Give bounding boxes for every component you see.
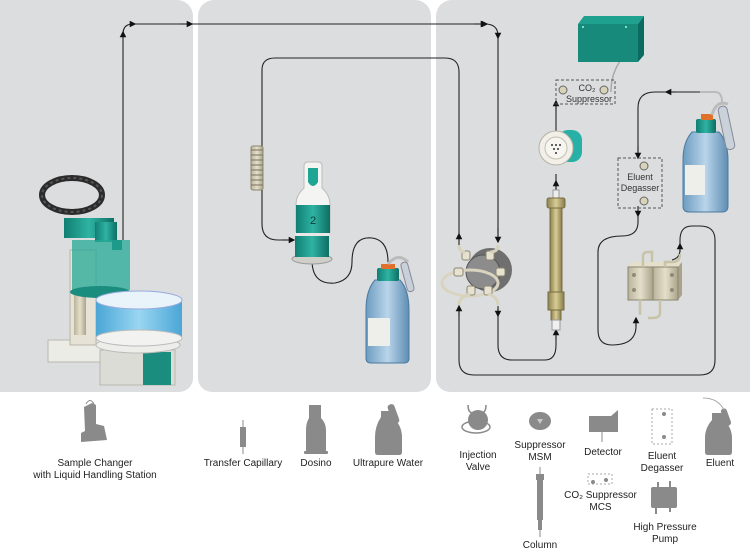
legend-item-column: Column xyxy=(510,540,570,552)
detector-icon xyxy=(589,410,618,442)
co2-suppressor-inline-line2: Suppressor xyxy=(566,94,613,104)
column-illustration xyxy=(546,189,566,331)
transfer-capillary-icon xyxy=(240,420,246,454)
high-pressure-pump-illustration xyxy=(627,250,682,320)
ultrapure-water-bottle-icon xyxy=(375,404,402,455)
legend-item-co2-suppressor: CO₂ Suppressor MCS xyxy=(563,490,638,514)
flow-lines xyxy=(119,20,723,376)
line-valve-to-dosino xyxy=(261,57,460,241)
eluent-degasser-icon xyxy=(651,408,673,445)
legend-label-line2: with Liquid Handling Station xyxy=(33,470,157,481)
high-pressure-pump-icon xyxy=(651,481,677,514)
legend-label-line1: Detector xyxy=(584,447,622,458)
legend-label-line1: Ultrapure Water xyxy=(352,458,424,469)
injection-valve-illustration xyxy=(440,244,512,306)
co2-suppressor-inline-label: CO₂ Suppressor xyxy=(566,83,613,105)
sample-changer-icon xyxy=(81,400,107,442)
column-icon xyxy=(536,467,544,537)
legend-item-sample-changer: Sample Changer with Liquid Handling Stat… xyxy=(30,458,160,482)
eluent-degasser-box xyxy=(617,157,663,209)
eluent-degasser-inline-label: Eluent Degasser xyxy=(618,172,662,194)
line-valve-to-column xyxy=(497,308,557,361)
legend-item-detector: Detector xyxy=(573,447,633,459)
legend-item-eluent-degasser: Eluent Degasser xyxy=(632,451,692,475)
injection-valve-icon xyxy=(461,404,491,434)
sample-changer-illustration xyxy=(39,175,183,386)
legend-item-injection-valve: Injection Valve xyxy=(448,450,508,474)
legend-item-transfer-capillary: Transfer Capillary xyxy=(203,458,283,470)
legend-label-line2: MCS xyxy=(589,502,612,513)
legend-item-dosino: Dosino xyxy=(291,458,341,470)
legend-item-high-pressure-pump: High Pressure Pump xyxy=(630,522,700,546)
legend-label-line1: Suppressor xyxy=(514,440,566,451)
ultrapure-water-bottle-illustration xyxy=(365,256,415,364)
legend-label-line1: Transfer Capillary xyxy=(203,458,283,469)
line-degasser-to-pump xyxy=(597,212,639,346)
legend-label-line1: High Pressure xyxy=(633,522,697,533)
legend-item-eluent: Eluent xyxy=(695,458,745,470)
dosino-icon xyxy=(304,405,328,454)
dosino-illustration: 2 xyxy=(291,161,333,265)
transfer-capillary-coil xyxy=(250,145,264,191)
eluent-bottle-icon xyxy=(702,397,732,455)
legend-label-line1: Sample Changer xyxy=(57,458,133,469)
legend-label-line1: Eluent xyxy=(647,451,677,462)
dosino-number: 2 xyxy=(310,215,316,227)
legend-item-ultrapure-water: Ultrapure Water xyxy=(348,458,428,470)
co2-suppressor-inline-line1: CO₂ xyxy=(578,83,596,93)
line-eluent-to-degasser xyxy=(637,91,700,155)
legend-label-line1: Injection xyxy=(459,450,497,461)
legend-label-line2: Valve xyxy=(465,462,491,473)
suppressor-msm-icon xyxy=(529,412,551,430)
suppressor-msm-illustration xyxy=(538,130,582,166)
eluent-degasser-inline-line1: Eluent xyxy=(627,172,653,182)
legend-label-line1: Dosino xyxy=(300,458,332,469)
legend-label-line2: MSM xyxy=(528,452,552,463)
legend-label-line1: Column xyxy=(522,540,558,551)
eluent-bottle-illustration xyxy=(682,101,736,213)
legend-label-line1: Eluent xyxy=(705,458,735,469)
legend-label-line2: Pump xyxy=(651,534,679,545)
co2-suppressor-box xyxy=(555,79,616,105)
line-sample-to-valve xyxy=(119,20,502,240)
legend-label-line1: CO₂ Suppressor xyxy=(564,490,637,501)
line-dosino-to-water xyxy=(311,237,389,284)
eluent-degasser-inline-line2: Degasser xyxy=(620,183,660,193)
legend-label-line2: Degasser xyxy=(640,463,684,474)
legend-item-suppressor-msm: Suppressor MSM xyxy=(510,440,570,464)
co2-suppressor-icon xyxy=(587,473,613,485)
detector-illustration xyxy=(578,16,644,62)
